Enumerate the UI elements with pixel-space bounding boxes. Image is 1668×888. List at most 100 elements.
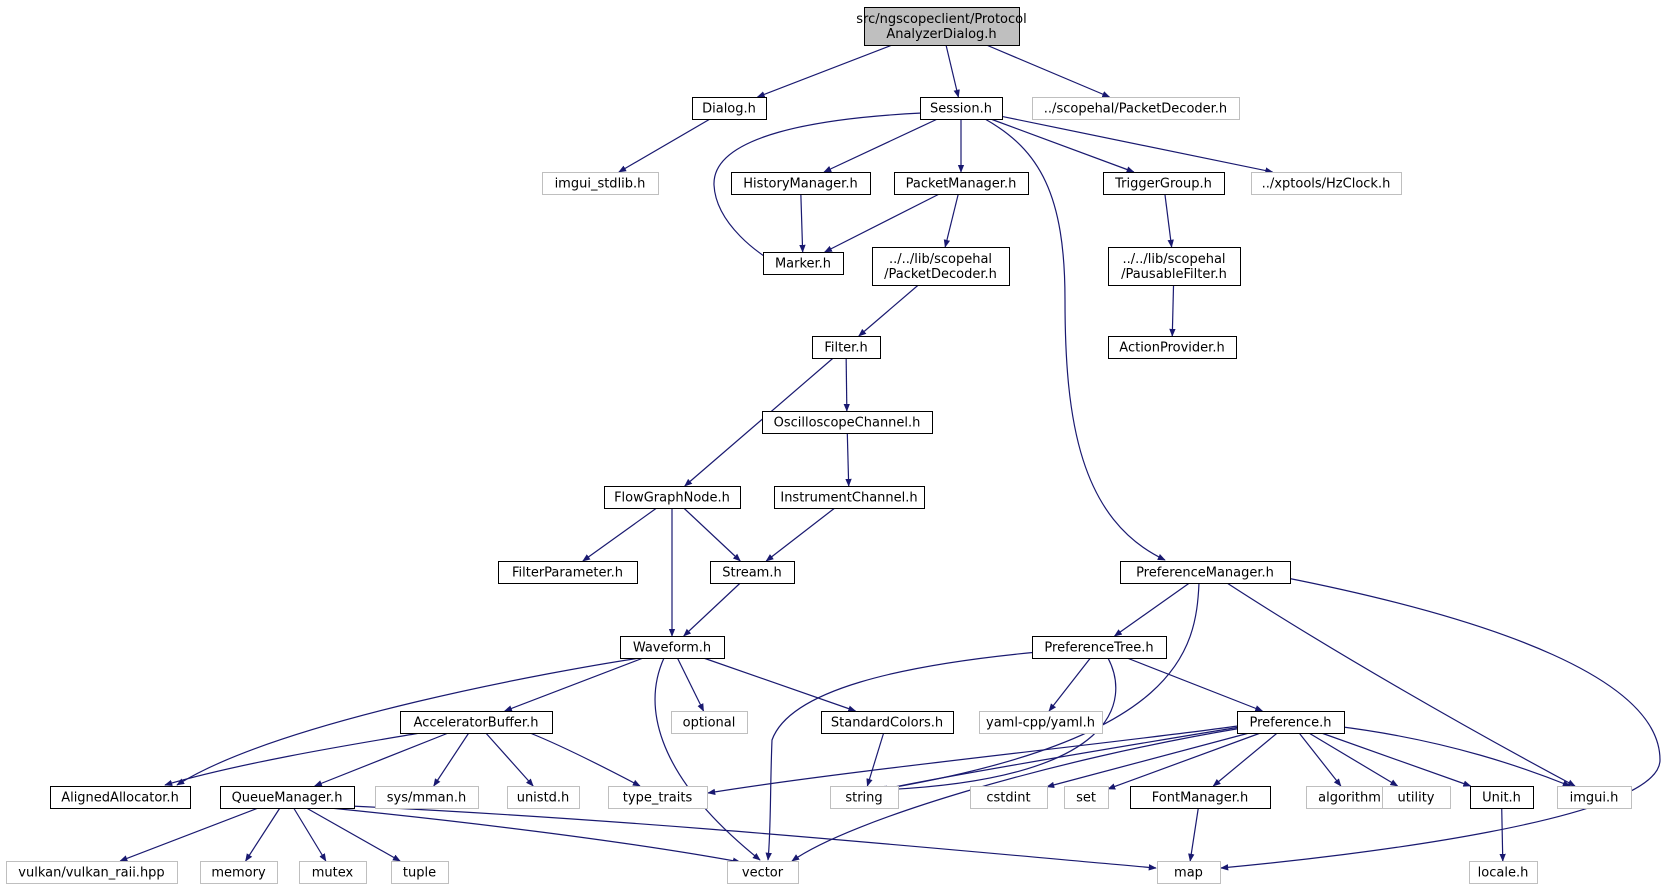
node-label: Filter.h xyxy=(824,341,867,356)
node-algorithm: algorithm xyxy=(1306,786,1394,809)
node-box xyxy=(1382,786,1451,809)
edge-preference-to-fontmanager xyxy=(1212,732,1278,787)
edge-root-to-session xyxy=(945,44,960,98)
node-label: AlignedAllocator.h xyxy=(61,791,179,806)
node-dialog[interactable]: Dialog.h xyxy=(692,97,767,120)
edge-acceleratorbuffer-to-alignedallocator xyxy=(164,732,421,787)
node-label: string xyxy=(845,791,882,806)
node-optional: optional xyxy=(671,711,748,734)
edge-waveform-to-vector xyxy=(654,657,761,861)
node-label: StandardColors.h xyxy=(831,716,943,731)
node-flowgraphnode[interactable]: FlowGraphNode.h xyxy=(604,486,741,509)
edge-historymanager-to-marker xyxy=(799,193,806,253)
node-historymanager[interactable]: HistoryManager.h xyxy=(731,172,871,195)
node-standardcolors[interactable]: StandardColors.h xyxy=(821,711,954,734)
node-packetmanager[interactable]: PacketManager.h xyxy=(894,172,1029,195)
edge-queuemanager-to-map xyxy=(349,805,1157,871)
node-stream[interactable]: Stream.h xyxy=(710,561,795,584)
edge-queuemanager-to-memory xyxy=(245,807,281,862)
node-box xyxy=(1157,861,1221,884)
node-label: yaml-cpp/yaml.h xyxy=(986,716,1095,731)
node-actionprovider[interactable]: ActionProvider.h xyxy=(1108,336,1237,359)
node-box xyxy=(1251,172,1402,195)
node-box xyxy=(970,786,1048,809)
edge-preferencemanager-to-imgui xyxy=(1226,582,1576,787)
node-label: optional xyxy=(683,716,736,731)
edge-preference-to-imgui xyxy=(1334,725,1571,787)
node-root[interactable]: src/ngscopeclient/ProtocolAnalyzerDialog… xyxy=(856,7,1027,46)
node-label: /PacketDecoder.h xyxy=(884,267,997,282)
node-cstdint: cstdint xyxy=(970,786,1048,809)
edge-preference-to-vector xyxy=(791,727,1243,862)
edge-pausablefilter-to-actionprovider xyxy=(1169,284,1176,337)
node-box xyxy=(200,861,278,884)
node-fontmanager[interactable]: FontManager.h xyxy=(1130,786,1271,809)
node-box xyxy=(620,636,725,659)
edge-filter-to-oscilloscopechannel xyxy=(843,357,850,412)
node-label: Session.h xyxy=(930,102,992,117)
edge-acceleratorbuffer-to-unistd xyxy=(485,732,534,787)
edge-queuemanager-to-vulkan xyxy=(119,807,259,862)
edge-preferencetree-to-string xyxy=(878,657,1117,793)
nodes-layer: src/ngscopeclient/ProtocolAnalyzerDialog… xyxy=(6,7,1632,884)
node-box xyxy=(1130,786,1271,809)
edge-waveform-to-standardcolors xyxy=(703,657,857,712)
edges-layer xyxy=(119,44,1661,871)
node-tuple: tuple xyxy=(391,861,449,884)
node-lib_packetdecoder[interactable]: ../../lib/scopehal/PacketDecoder.h xyxy=(872,247,1010,286)
node-set: set xyxy=(1064,786,1109,809)
node-box xyxy=(1032,97,1240,120)
node-marker[interactable]: Marker.h xyxy=(763,252,844,275)
node-label: Dialog.h xyxy=(702,102,756,117)
node-preferencemanager[interactable]: PreferenceManager.h xyxy=(1120,561,1291,584)
edge-oscilloscopechannel-to-instrumentchannel xyxy=(845,432,852,487)
edge-session-to-marker xyxy=(713,112,923,263)
node-box xyxy=(979,711,1103,734)
node-vector: vector xyxy=(727,861,799,884)
node-box xyxy=(375,786,479,809)
edge-stream-to-waveform xyxy=(683,582,741,637)
node-box xyxy=(731,172,871,195)
edge-queuemanager-to-tuple xyxy=(306,807,401,862)
node-label: ../../lib/scopehal xyxy=(1122,252,1225,267)
node-filter[interactable]: Filter.h xyxy=(812,336,881,359)
node-acceleratorbuffer[interactable]: AcceleratorBuffer.h xyxy=(400,711,553,734)
node-filterparameter[interactable]: FilterParameter.h xyxy=(498,561,638,584)
node-label: TriggerGroup.h xyxy=(1114,177,1212,192)
edge-session-to-preferencemanager xyxy=(984,118,1166,561)
edge-root-to-dialog xyxy=(756,44,893,98)
node-oscilloscopechannel[interactable]: OscilloscopeChannel.h xyxy=(762,411,933,434)
edge-packetmanager-to-lib_packetdecoder xyxy=(943,193,959,248)
node-label: FlowGraphNode.h xyxy=(614,491,730,506)
node-map: map xyxy=(1157,861,1221,884)
edge-instrumentchannel-to-stream xyxy=(765,507,836,562)
node-box xyxy=(498,561,638,584)
node-triggergroup[interactable]: TriggerGroup.h xyxy=(1103,172,1225,195)
node-unit[interactable]: Unit.h xyxy=(1470,786,1534,809)
edge-waveform-to-alignedallocator xyxy=(176,657,641,786)
edge-unit-to-locale xyxy=(1499,807,1506,862)
node-label: imgui.h xyxy=(1570,791,1619,806)
node-instrumentchannel[interactable]: InstrumentChannel.h xyxy=(774,486,925,509)
edge-acceleratorbuffer-to-queuemanager xyxy=(313,732,449,787)
node-pausablefilter[interactable]: ../../lib/scopehal/PausableFilter.h xyxy=(1108,247,1241,286)
node-label: ../scopehal/PacketDecoder.h xyxy=(1044,102,1227,117)
node-scopehal_packetdecoder: ../scopehal/PacketDecoder.h xyxy=(1032,97,1240,120)
edge-waveform-to-acceleratorbuffer xyxy=(503,657,644,712)
edge-preferencetree-to-yaml xyxy=(1048,657,1091,712)
node-preferencetree[interactable]: PreferenceTree.h xyxy=(1032,636,1167,659)
node-box xyxy=(1032,636,1167,659)
node-alignedallocator[interactable]: AlignedAllocator.h xyxy=(50,786,191,809)
node-session[interactable]: Session.h xyxy=(920,97,1003,120)
node-preference[interactable]: Preference.h xyxy=(1237,711,1345,734)
node-type_traits: type_traits xyxy=(608,786,708,809)
node-box xyxy=(542,172,659,195)
node-label: map xyxy=(1174,866,1203,881)
edge-filter-to-flowgraphnode xyxy=(684,357,834,487)
edge-preferencemanager-to-string xyxy=(877,582,1200,792)
node-waveform[interactable]: Waveform.h xyxy=(620,636,725,659)
node-label: Preference.h xyxy=(1249,716,1331,731)
node-box xyxy=(50,786,191,809)
node-queuemanager[interactable]: QueueManager.h xyxy=(220,786,355,809)
edge-preference-to-algorithm xyxy=(1298,732,1342,787)
